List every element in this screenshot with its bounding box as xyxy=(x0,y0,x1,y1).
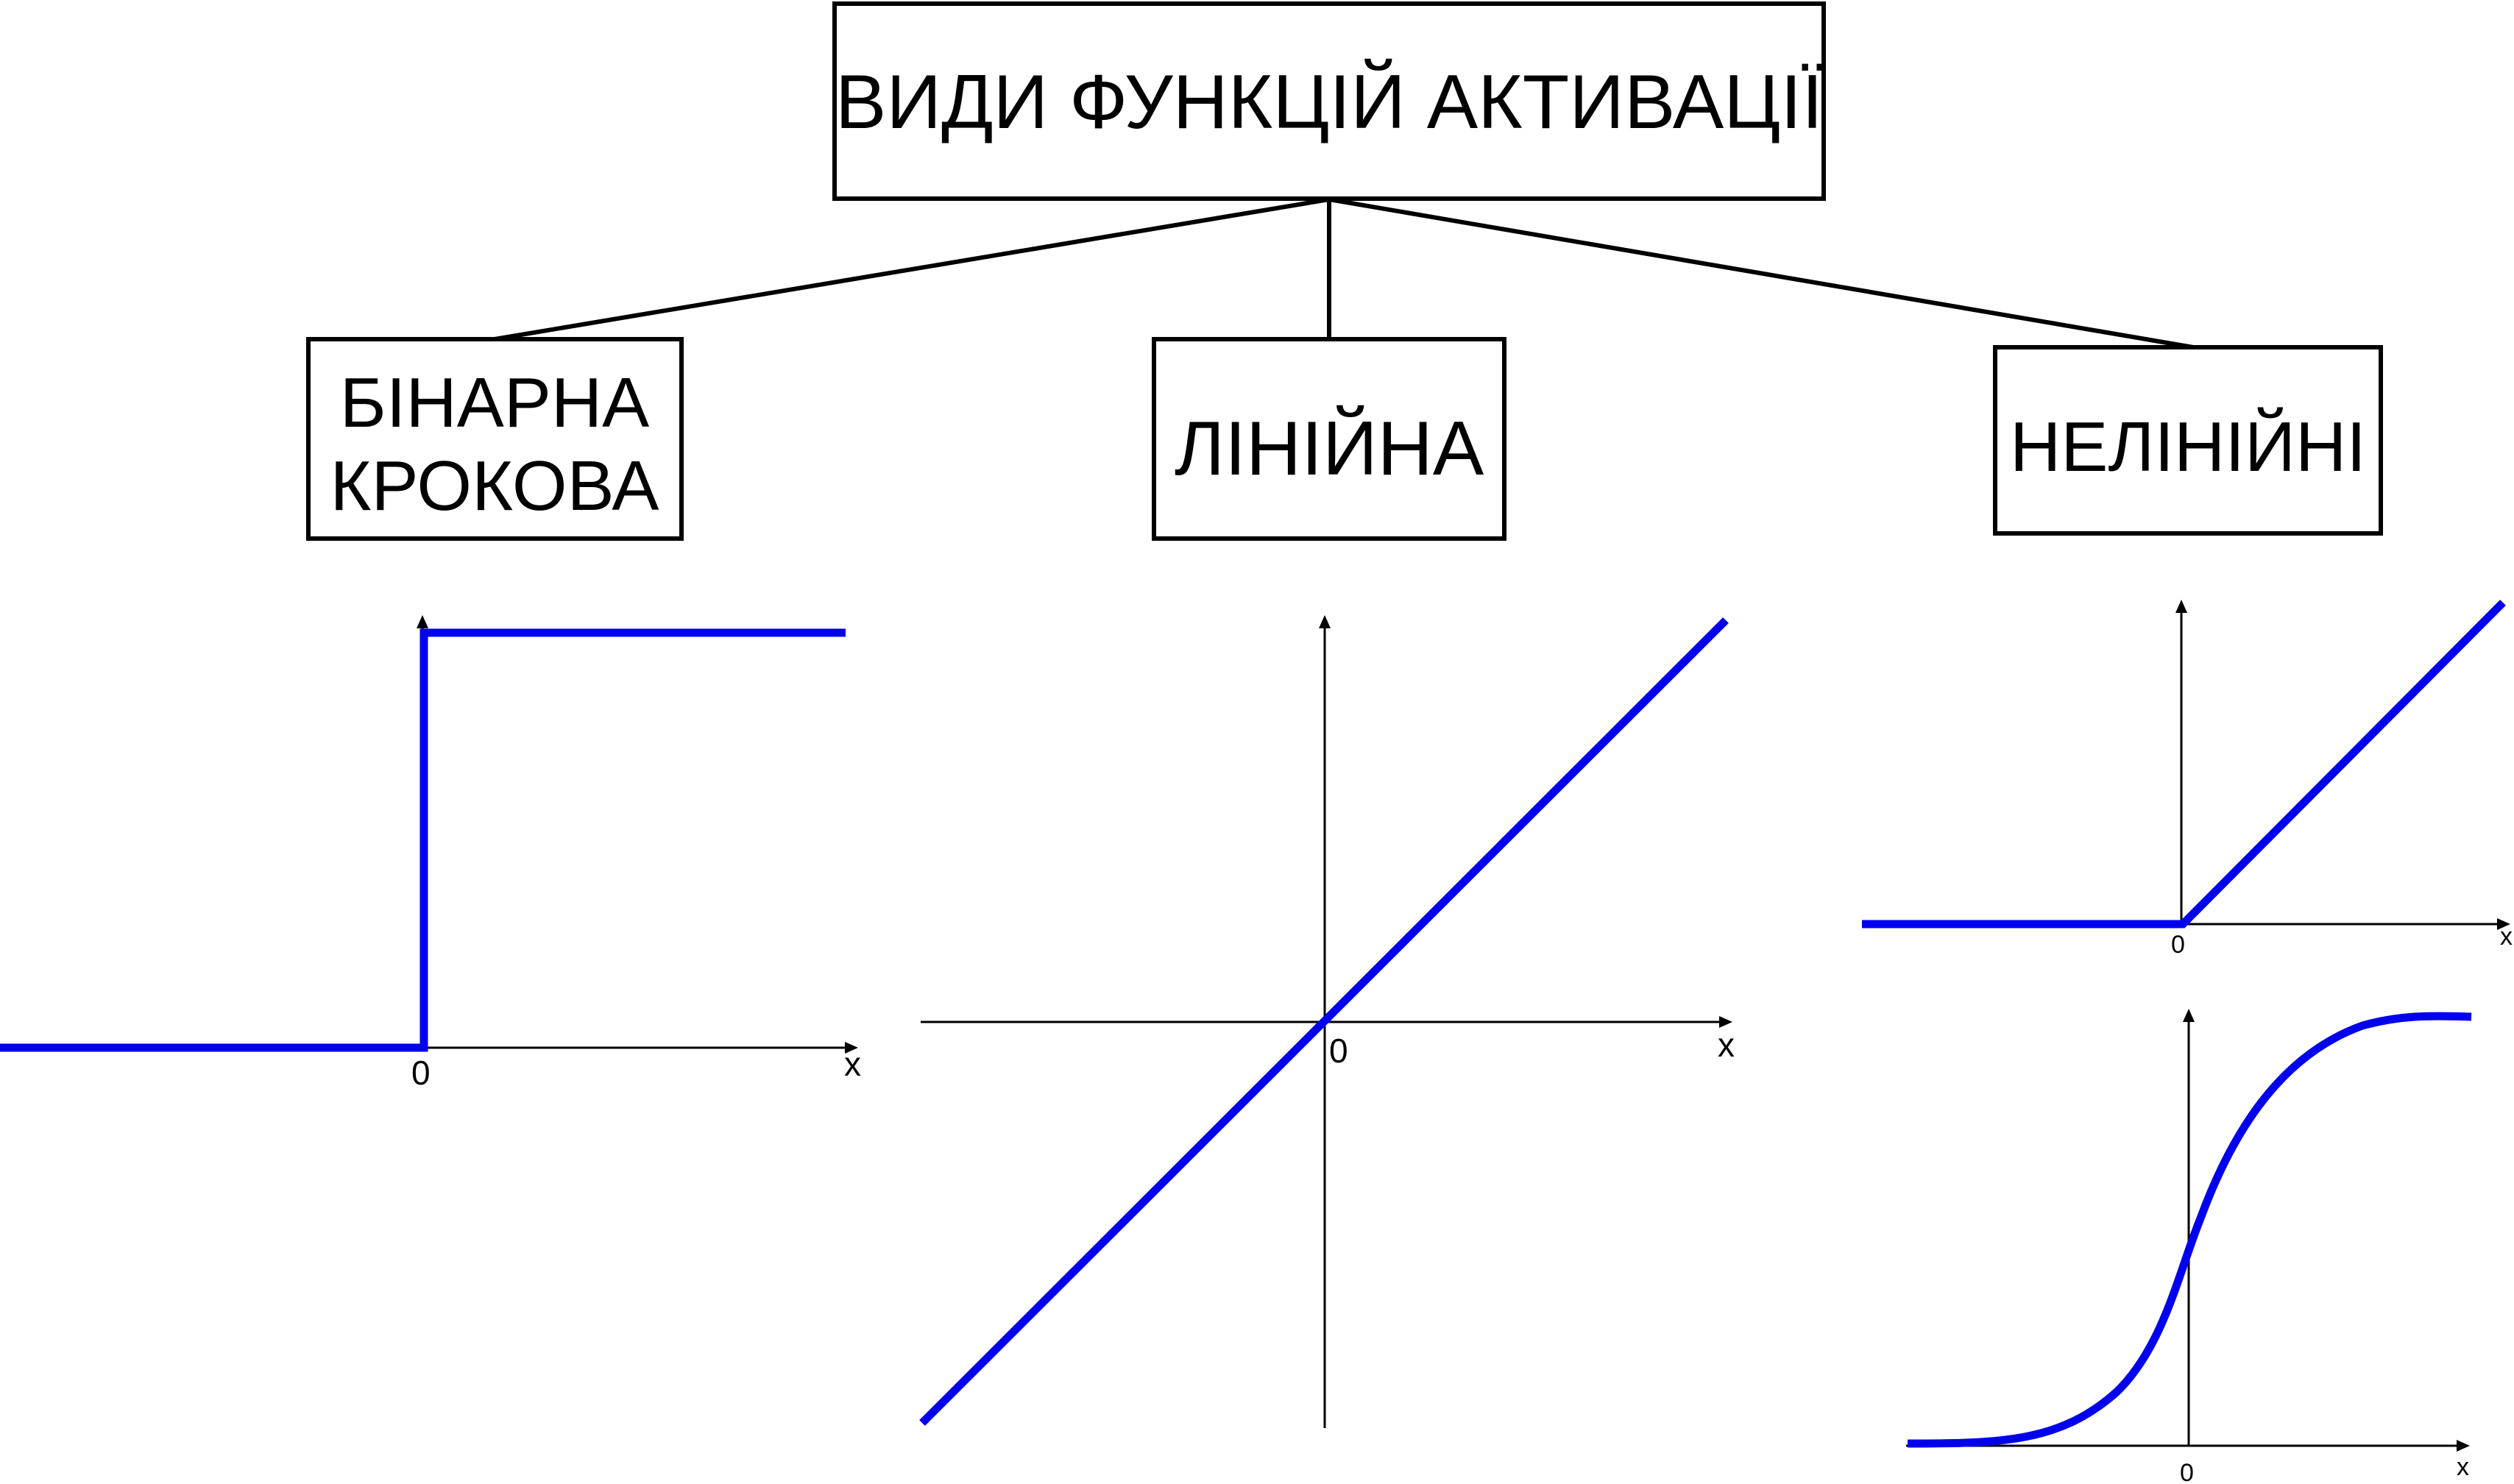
x-axis-arrow-icon xyxy=(845,1042,858,1054)
category-label-binary-line2: КРОКОВА xyxy=(330,447,659,525)
origin-label-sigmoid: 0 xyxy=(2180,1459,2194,1484)
sigmoid-function-curve xyxy=(1907,1012,2472,1448)
connector-binary xyxy=(494,197,1330,341)
category-label-nonlinear: НЕЛІНІЙНІ xyxy=(2010,407,2366,486)
graph-sigmoid: 0 x xyxy=(1906,1009,2472,1484)
category-label-linear: ЛІНІЙНА xyxy=(1175,405,1484,491)
connectors xyxy=(494,197,2194,349)
y-axis-arrow-icon xyxy=(417,615,428,628)
x-label-sigmoid: x xyxy=(2457,1453,2469,1481)
origin-label-linear: 0 xyxy=(1329,1032,1348,1070)
x-axis-arrow-icon xyxy=(2497,918,2510,930)
connector-nonlinear xyxy=(1328,197,2194,349)
y-axis-arrow-icon xyxy=(2183,1009,2195,1022)
step-function-curve xyxy=(0,628,846,1052)
category-box-linear: ЛІНІЙНА xyxy=(1152,337,1506,541)
origin-label-binary: 0 xyxy=(411,1054,431,1092)
x-label-linear: x xyxy=(1718,1026,1735,1064)
x-axis-arrow-icon xyxy=(1719,1016,1732,1028)
y-axis-arrow-icon xyxy=(2175,600,2187,613)
x-label-relu: x xyxy=(2500,923,2513,951)
x-label-binary: x xyxy=(844,1045,861,1083)
category-box-binary: БІНАРНА КРОКОВА xyxy=(306,337,684,541)
category-label-binary-line1: БІНАРНА xyxy=(340,363,649,442)
linear-function-curve xyxy=(919,617,1729,1426)
relu-function-curve xyxy=(1862,600,2506,929)
graph-binary-step: 0 x xyxy=(0,615,861,1092)
origin-label-relu: 0 xyxy=(2171,931,2185,959)
root-box: ВИДИ ФУНКЦІЙ АКТИВАЦІЇ xyxy=(832,1,1826,201)
y-axis-arrow-icon xyxy=(1319,615,1331,628)
graph-relu: 0 x xyxy=(1862,600,2513,959)
category-box-nonlinear: НЕЛІНІЙНІ xyxy=(1993,345,2383,536)
graph-linear: 0 x xyxy=(919,615,1735,1428)
root-title: ВИДИ ФУНКЦІЙ АКТИВАЦІЇ xyxy=(835,58,1823,145)
x-axis-arrow-icon xyxy=(2457,1440,2470,1452)
